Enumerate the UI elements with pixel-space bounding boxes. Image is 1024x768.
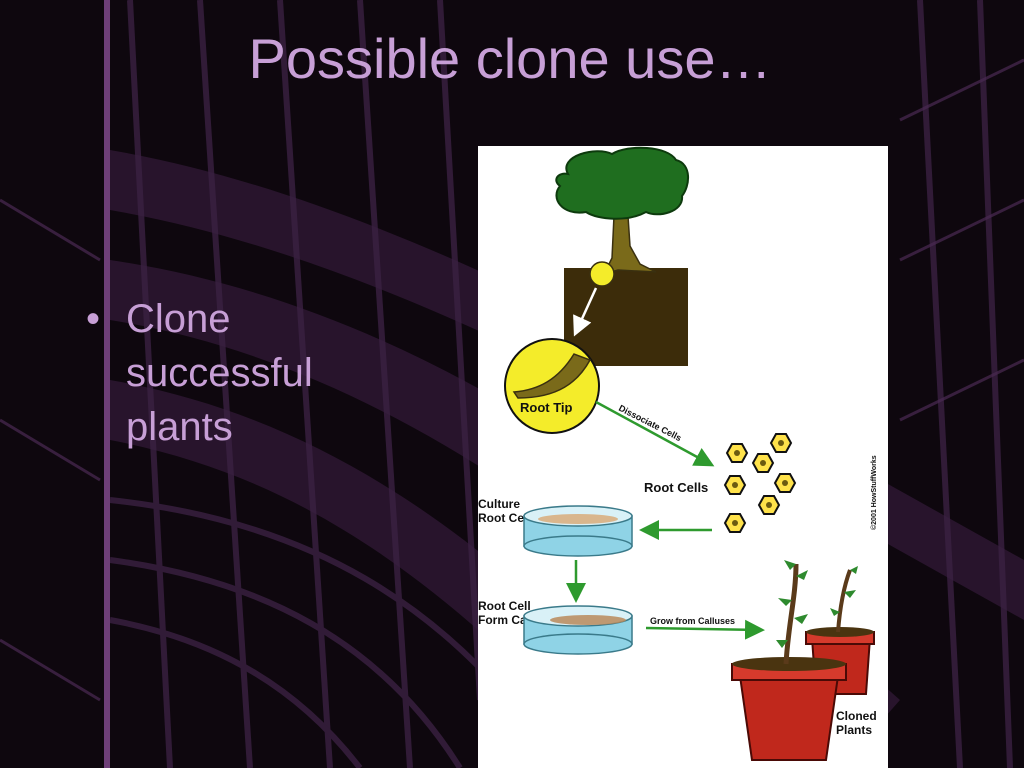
copyright-label: ©2001 HowStuffWorks: [870, 455, 878, 530]
root-cells-label: Root Cells: [644, 480, 708, 495]
bullet-icon: •: [86, 297, 101, 341]
root-tip-icon: Root Tip: [504, 338, 600, 434]
root-tip-label: Root Tip: [520, 400, 573, 415]
cloned-label-line2: Plants: [836, 723, 872, 737]
petri-dish-callus-icon: [523, 605, 633, 655]
bullet-text: Clone successful plants: [126, 297, 313, 449]
bullet-item: • Clone successful plants: [86, 292, 386, 454]
petri-dish-icon: [523, 505, 633, 557]
grow-arrow: [645, 619, 765, 640]
bullet-list: • Clone successful plants: [86, 292, 386, 454]
dissociate-arrow: [595, 400, 715, 467]
culture-label-line1: Culture: [478, 497, 520, 511]
slide-title: Possible clone use…: [248, 27, 772, 90]
cloned-label-line1: Cloned: [836, 709, 877, 723]
culture-label-line2: Root Cells: [478, 511, 538, 525]
tree-icon: [555, 146, 689, 366]
root-cells-icon: [723, 433, 797, 533]
accent-bar: [104, 0, 110, 768]
grow-label: Grow from Calluses: [650, 616, 735, 626]
cloned-plants-icon: [731, 560, 875, 761]
callus-label-line1: Root Cell: [478, 599, 531, 613]
cloning-diagram: Root Tip Dissociate Cells Root Cells Cul…: [478, 146, 888, 768]
